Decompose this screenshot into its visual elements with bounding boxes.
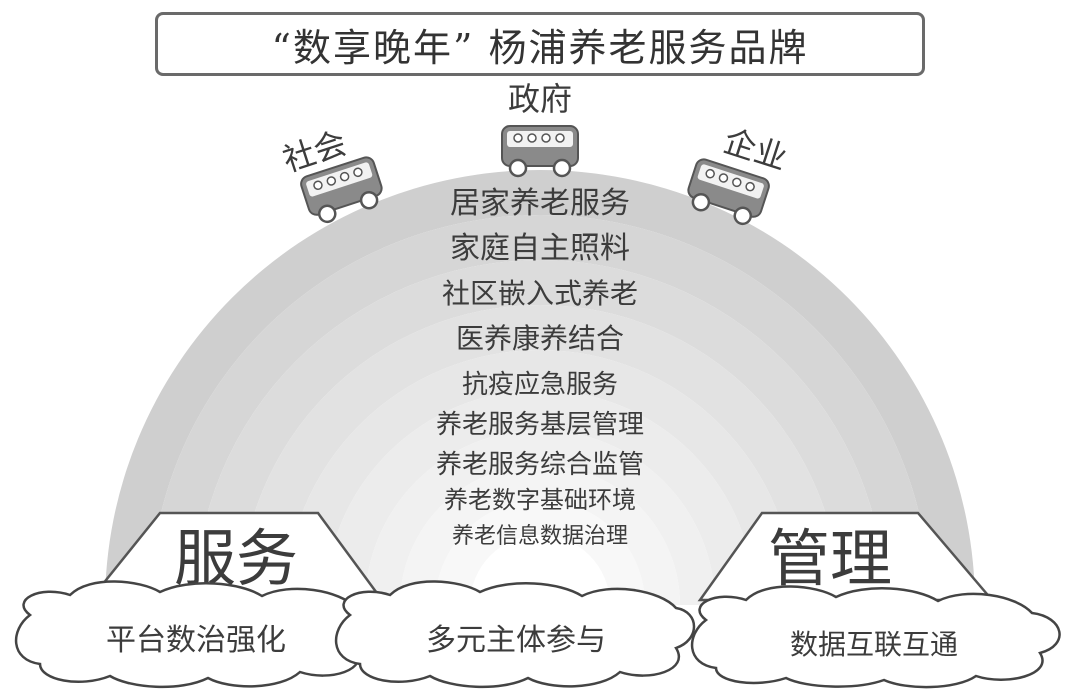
arc-band-1	[105, 170, 975, 605]
arc-band-6	[325, 390, 755, 605]
arc-labels: 居家养老服务 家庭自主照料 社区嵌入式养老 医养康养结合 抗疫应急服务 养老服务…	[436, 186, 644, 549]
arc-label-9: 养老信息数据治理	[452, 524, 628, 549]
arc-label-4: 医养康养结合	[456, 322, 624, 355]
arc-band-4	[240, 305, 840, 605]
arc-band-2	[150, 215, 930, 605]
cloud-right-shape	[690, 585, 1061, 689]
arc-label-7: 养老服务综合监管	[436, 450, 644, 480]
arc-band-7	[365, 430, 715, 605]
cloud-center-label: 多元主体参与	[426, 623, 606, 658]
pillar-right-label: 管理	[768, 522, 892, 595]
arc-label-1: 居家养老服务	[450, 186, 630, 221]
arc-label-5: 抗疫应急服务	[462, 370, 618, 400]
arc-band-9	[435, 500, 645, 605]
cloud-left-label: 平台数治强化	[106, 623, 286, 658]
arc-group	[105, 170, 975, 605]
actor-center-label: 政府	[508, 80, 572, 118]
title-text: “数享晚年” 杨浦养老服务品牌	[271, 25, 809, 70]
arc-band-3	[195, 260, 885, 605]
arc-band-8	[400, 465, 680, 605]
arc-band-5	[285, 350, 795, 605]
arc-label-6: 养老服务基层管理	[436, 410, 644, 440]
arc-label-2: 家庭自主照料	[450, 231, 630, 266]
cloud-right-label: 数据互联互通	[790, 628, 958, 661]
bus-center-icon	[500, 124, 580, 178]
title-box: “数享晚年” 杨浦养老服务品牌	[155, 12, 925, 76]
arc-label-8: 养老数字基础环境	[444, 486, 636, 514]
arc-label-3: 社区嵌入式养老	[442, 277, 638, 310]
cloud-center-shape	[334, 580, 696, 689]
